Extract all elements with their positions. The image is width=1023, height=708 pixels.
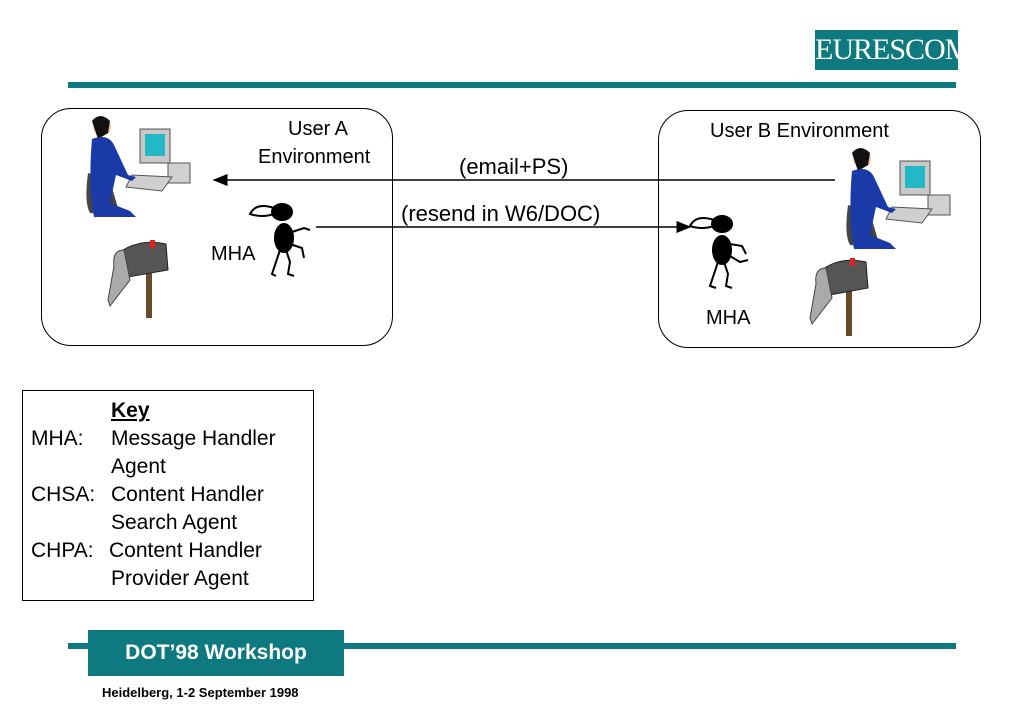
key-def-chpa-line2: Provider Agent (111, 567, 249, 590)
user-b-computer-icon (846, 148, 951, 249)
key-def-mha-line1: Message Handler (111, 427, 276, 450)
key-title: Key (111, 399, 150, 422)
key-legend-box: Key MHA: Message Handler Agent CHSA: Con… (22, 390, 314, 601)
key-def-chsa-line2: Search Agent (111, 511, 238, 534)
user-a-label-line1: User A (288, 118, 349, 140)
footer-divider (68, 643, 956, 649)
mailbox-b-icon (809, 258, 869, 336)
mailbox-a-icon (107, 240, 169, 318)
key-def-chsa-line1: Content Handler (111, 483, 264, 506)
key-abbr-chsa: CHSA: (31, 483, 96, 506)
footer-title: DOT’98 Workshop (88, 630, 344, 676)
eurescom-logo: EURESCOM (815, 30, 971, 70)
user-b-label: User B Environment (710, 120, 889, 142)
mha-agent-b-icon (688, 215, 749, 289)
mha-a-label: MHA (211, 243, 256, 265)
key-abbr-chpa: CHPA: (31, 539, 94, 562)
arrow-top-label: (email+PS) (459, 154, 569, 179)
user-a-computer-icon (86, 116, 191, 217)
mha-b-label: MHA (706, 307, 751, 329)
key-abbr-mha: MHA: (31, 427, 84, 450)
user-a-label-line2: Environment (258, 146, 371, 168)
mha-agent-a-icon (248, 203, 311, 277)
header-divider (68, 82, 956, 88)
key-def-chpa-line1: Content Handler (109, 539, 262, 562)
key-def-mha-line2: Agent (111, 455, 166, 478)
footer-subtitle: Heidelberg, 1-2 September 1998 (102, 685, 299, 700)
arrow-bottom-label: (resend in W6/DOC) (401, 201, 601, 226)
